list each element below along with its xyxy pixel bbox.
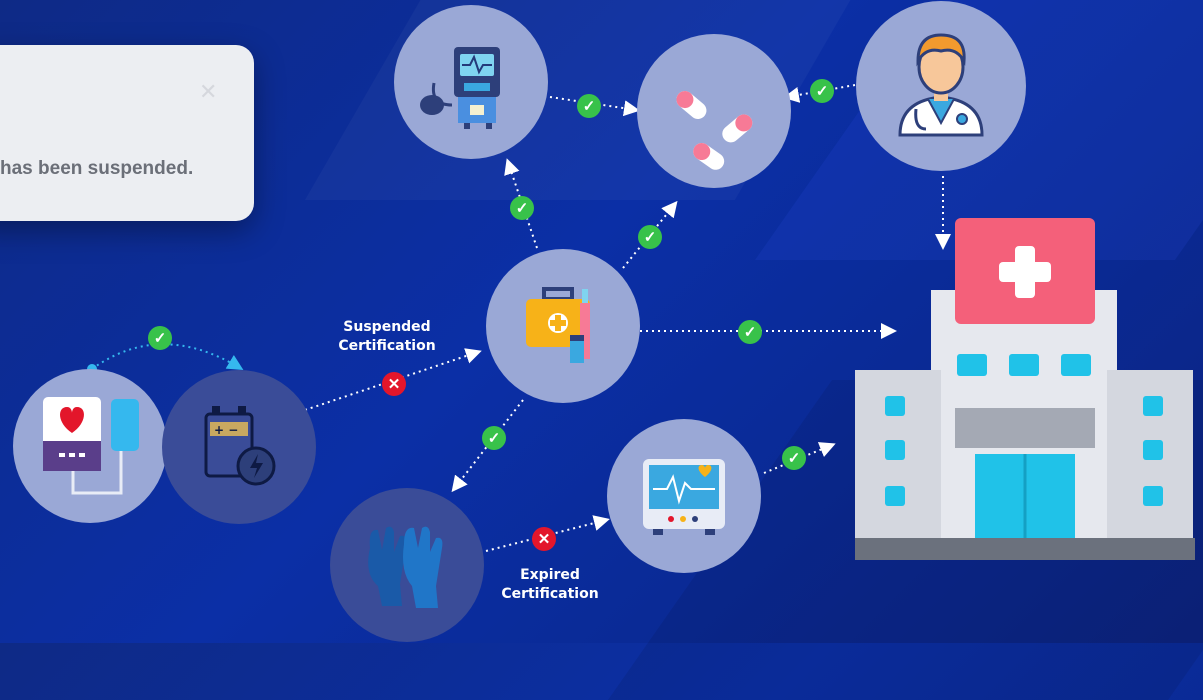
- doctor-node: [856, 1, 1026, 171]
- ecg-monitor-node: [607, 419, 761, 573]
- doctor-icon: [898, 33, 984, 137]
- check-icon: ✓: [782, 446, 806, 470]
- battery-icon: + −: [204, 406, 276, 486]
- pulse-monitor-node: [13, 369, 167, 523]
- close-icon[interactable]: ✕: [199, 79, 218, 104]
- medical-kit-icon: [526, 287, 590, 363]
- hospital-icon: [855, 218, 1195, 560]
- svg-text:+ −: + −: [214, 423, 238, 437]
- gloves-node: [330, 488, 484, 642]
- suspension-toast: ✕ has been suspended.: [0, 45, 254, 221]
- link-medkit-pills: [622, 200, 678, 269]
- check-icon: ✓: [148, 326, 172, 350]
- battery-node: + −: [162, 370, 316, 524]
- cross-icon: ✕: [382, 372, 406, 396]
- pills-icon: [676, 91, 753, 170]
- pills-node: [637, 34, 791, 188]
- link-medkit-gloves: [451, 399, 524, 493]
- ventilator-node: [394, 5, 548, 159]
- check-icon: ✓: [510, 196, 534, 220]
- cross-icon: ✕: [532, 527, 556, 551]
- expired-certification-label: Expired Certification: [501, 567, 599, 602]
- check-icon: ✓: [738, 320, 762, 344]
- check-icon: ✓: [577, 94, 601, 118]
- ecg-monitor-icon: [643, 459, 725, 535]
- suspended-certification-label: Suspended Certification: [338, 319, 436, 354]
- pulse-monitor-icon: [43, 397, 139, 495]
- gloves-icon: [368, 526, 443, 608]
- link-pulse-battery: [91, 343, 244, 371]
- ventilator-icon: [420, 47, 500, 129]
- medkit-node: [486, 249, 640, 403]
- check-icon: ✓: [638, 225, 662, 249]
- toast-message: has been suspended.: [0, 158, 194, 179]
- check-icon: ✓: [482, 426, 506, 450]
- check-icon: ✓: [810, 79, 834, 103]
